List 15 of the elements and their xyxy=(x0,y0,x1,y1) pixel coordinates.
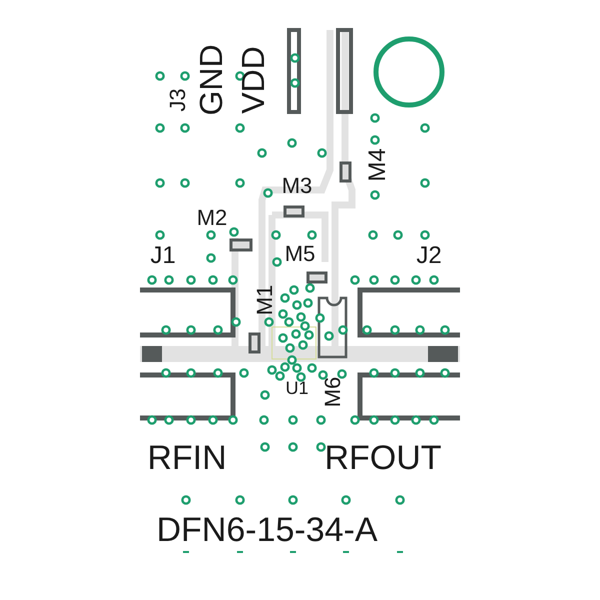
silkscreen-label: GND xyxy=(195,44,227,116)
footprint-name: DFN6-15-34-A xyxy=(156,513,378,547)
silkscreen-label: J3 xyxy=(167,88,189,112)
silkscreen-label: M4 xyxy=(366,148,390,182)
silkscreen-label: U1 xyxy=(286,379,308,397)
silkscreen-label: M2 xyxy=(196,207,228,229)
silkscreen-label: RFIN xyxy=(147,441,227,475)
silkscreen-label: M1 xyxy=(254,284,276,316)
silkscreen-label: M3 xyxy=(282,175,312,197)
silkscreen-label: J2 xyxy=(416,244,442,268)
silkscreen-label: M6 xyxy=(322,376,344,408)
silkscreen-label: VDD xyxy=(237,46,269,114)
silkscreen-label: J1 xyxy=(150,244,176,268)
silkscreen-label: M5 xyxy=(284,243,316,265)
silkscreen-label: RFOUT xyxy=(324,441,442,475)
